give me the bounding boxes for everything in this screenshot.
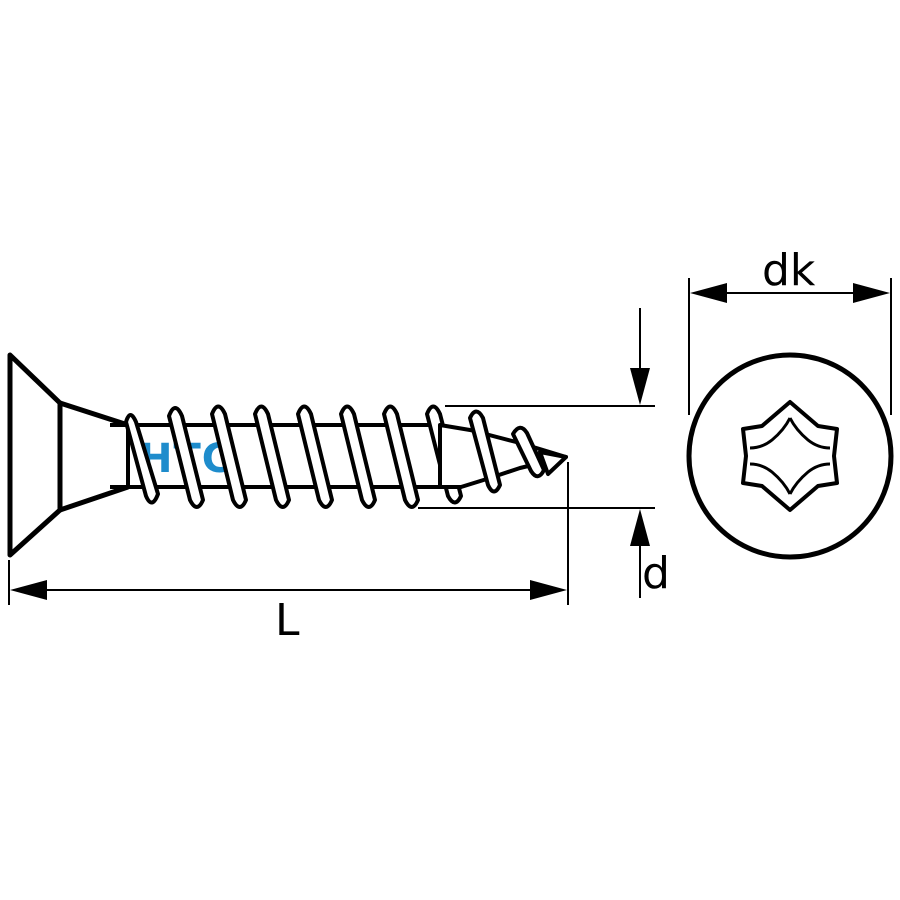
dimension-length xyxy=(8,462,569,605)
screw-point xyxy=(438,409,568,494)
six-lobe-star-icon xyxy=(741,400,839,512)
diameter-label: d xyxy=(642,548,670,599)
screw-head-side xyxy=(7,352,129,558)
dimension-diameter xyxy=(418,308,655,598)
dimension-head-diameter xyxy=(688,278,892,415)
head-diameter-label: dk xyxy=(762,245,816,296)
screw-head-top xyxy=(686,352,894,560)
length-label: L xyxy=(275,595,300,646)
screw-threads xyxy=(124,404,463,509)
